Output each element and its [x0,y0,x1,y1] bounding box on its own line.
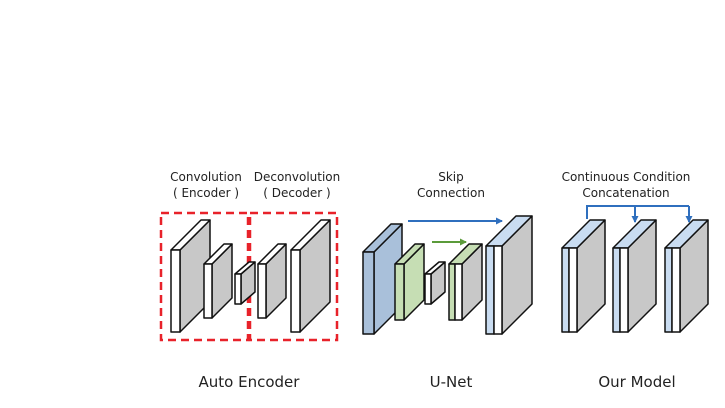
condition-arrow-bar [586,205,689,219]
our-model-block-1 [561,219,606,333]
our-model-panel: Continuous Condition Concatenation Our M… [561,170,709,391]
unet-bottleneck-layer [424,261,446,305]
unet-down-layer [394,243,425,321]
decoder-label: Deconvolution [254,170,341,184]
decoder-layer-medium [257,243,287,319]
unet-caption: U-Net [430,373,473,391]
unet-output-layer [485,215,533,335]
condition-label-line1: Continuous Condition [562,170,691,184]
bottleneck-layer [234,261,256,305]
our-model-caption: Our Model [598,373,675,391]
unet-up-layer [448,243,483,321]
encoder-layer-medium [203,243,233,319]
encoder-layer-large [170,219,211,333]
encoder-label: Convolution [170,170,242,184]
decoder-layer-large [290,219,331,333]
decoder-sub-label: ( Decoder ) [263,186,331,200]
our-model-block-3 [664,219,709,333]
skip-label-line2: Connection [417,186,485,200]
autoencoder-panel: Convolution ( Encoder ) Deconvolution ( … [159,170,341,391]
condition-label-line2: Concatenation [582,186,669,200]
unet-panel: Skip Connection [362,170,533,391]
encoder-sub-label: ( Encoder ) [173,186,239,200]
skip-label-line1: Skip [438,170,464,184]
our-model-block-2 [612,219,657,333]
autoencoder-caption: Auto Encoder [199,373,301,391]
